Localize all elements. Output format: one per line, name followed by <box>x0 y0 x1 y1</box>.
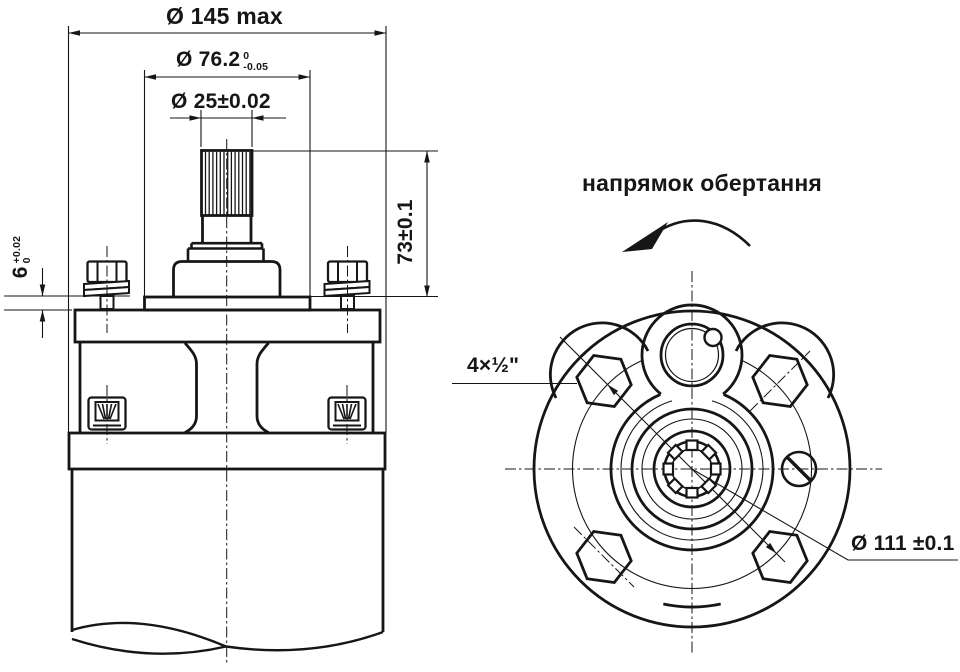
rotation-arrow <box>622 219 751 252</box>
dim-pilot-diameter-label: Ø 76.2 0 -0.05 <box>176 49 268 72</box>
front-dimension-lines <box>4 26 438 433</box>
flange-outline <box>532 309 852 629</box>
dim-spigot-height-label: 6 +0.02 0 <box>9 235 33 279</box>
rotation-direction-label: напрямок обертання <box>582 170 823 196</box>
spline-hatching <box>204 152 251 215</box>
dim-shaft-height-label: 73±0.1 <box>394 199 417 265</box>
ports-count-label: 4×½" <box>467 354 520 377</box>
spline-bore <box>662 439 722 499</box>
tolerance-lower: -0.05 <box>243 60 269 73</box>
housing-outline <box>67 295 387 632</box>
dim-pilot-diameter-tolerance: 0 -0.05 <box>243 49 268 72</box>
front-centerlines <box>106 139 348 663</box>
tolerance-lower: 0 <box>21 257 33 264</box>
front-dimension-arrows <box>39 30 430 322</box>
rotation-arrowhead <box>622 222 668 252</box>
dim-bolt-circle-label: Ø 111 ±0.1 <box>851 532 955 555</box>
port-notch <box>703 327 723 348</box>
dim-overall-diameter-label: Ø 145 max <box>166 3 283 29</box>
end-view <box>452 219 958 653</box>
break-line <box>71 621 384 655</box>
front-view <box>4 26 438 663</box>
bolt-circle <box>571 360 813 589</box>
dim-shaft-diameter-label: Ø 25±0.02 <box>171 90 271 113</box>
port-boss <box>640 303 744 396</box>
drain-screw <box>780 450 818 488</box>
dim-pilot-diameter-value: Ø 76.2 <box>176 48 241 71</box>
dim-spigot-height-value: 6 <box>9 266 32 279</box>
end-centerlines <box>505 271 882 653</box>
tolerance-upper: 0 <box>243 50 250 62</box>
dim-spigot-height-tolerance: +0.02 0 <box>10 236 34 264</box>
